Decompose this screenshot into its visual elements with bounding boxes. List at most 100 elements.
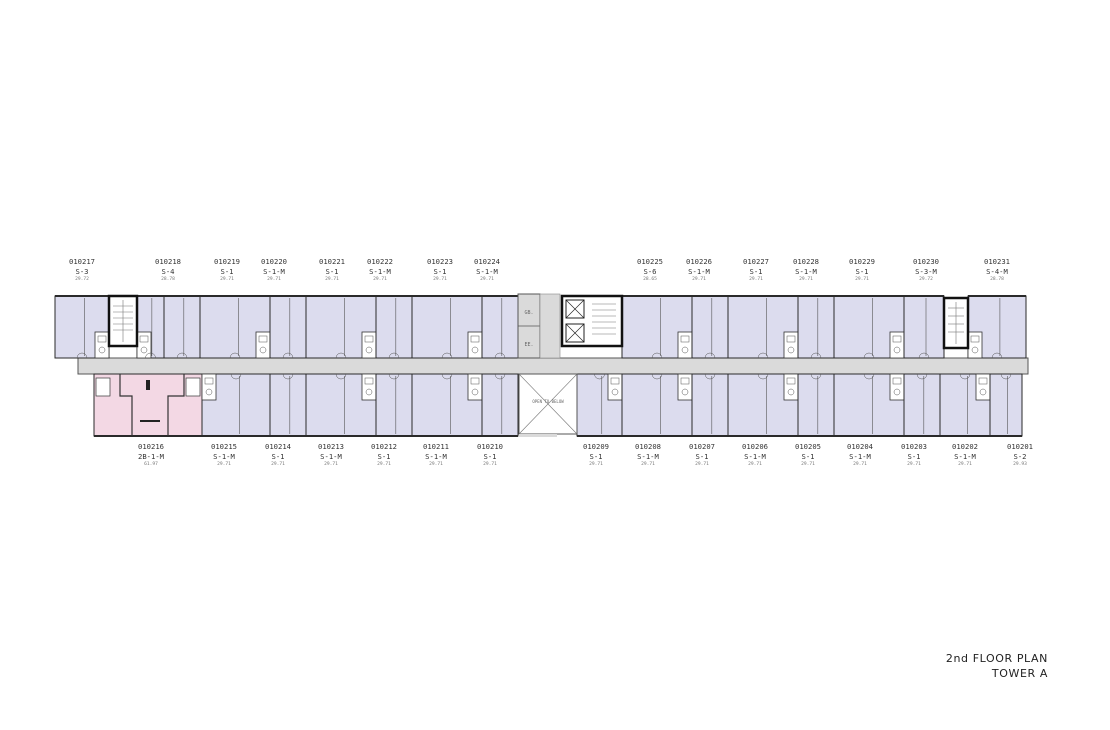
unit-code: 010207 bbox=[689, 442, 715, 451]
unit-code: 010213 bbox=[318, 442, 344, 451]
unit-area: 29.71 bbox=[692, 277, 706, 283]
unit-type: S-3-M bbox=[915, 267, 937, 277]
unit-area: 29.72 bbox=[919, 277, 933, 283]
unit-code: 010206 bbox=[742, 442, 768, 451]
unit-type: S-1-M bbox=[320, 452, 342, 462]
unit-room bbox=[481, 373, 519, 437]
unit-room bbox=[727, 295, 799, 359]
unit-room bbox=[967, 295, 1027, 359]
unit-area: 61.97 bbox=[144, 462, 158, 468]
unit-area: 28.78 bbox=[161, 277, 175, 283]
unit-room bbox=[305, 295, 377, 359]
unit-area: 29.71 bbox=[748, 462, 762, 468]
unit-type: S-1 bbox=[801, 452, 815, 462]
unit-area: 29.71 bbox=[801, 462, 815, 468]
unit-code: 010226 bbox=[686, 257, 712, 266]
unit-code: 010202 bbox=[952, 442, 978, 451]
unit-code: 010215 bbox=[211, 442, 237, 451]
unit-code: 010204 bbox=[847, 442, 873, 451]
unit-code: 010203 bbox=[901, 442, 927, 451]
unit-code: 010220 bbox=[261, 257, 287, 266]
unit-code: 010201 bbox=[1007, 442, 1033, 451]
unit-code: 010229 bbox=[849, 257, 875, 266]
unit-code: 010224 bbox=[474, 257, 500, 266]
unit-code: 010211 bbox=[423, 442, 449, 451]
unit-area: 29.71 bbox=[267, 277, 281, 283]
tower-name: TOWER A bbox=[991, 667, 1048, 680]
unit-area: 28.65 bbox=[643, 277, 657, 283]
unit-room bbox=[411, 295, 483, 359]
unit-type: S-1-M bbox=[369, 267, 391, 277]
unit-code: 010218 bbox=[155, 257, 181, 266]
unit-room bbox=[833, 295, 905, 359]
unit-room bbox=[797, 295, 835, 359]
unit-area: 29.71 bbox=[480, 277, 494, 283]
unit-type: S-6 bbox=[643, 267, 657, 277]
unit-room bbox=[305, 373, 377, 437]
unit-type: S-1-M bbox=[744, 452, 766, 462]
plan-title: 2nd FLOOR PLAN bbox=[945, 652, 1048, 665]
unit-room bbox=[621, 373, 693, 437]
unit-code: 010230 bbox=[913, 257, 939, 266]
open-to-below-void: OPEN TO BELOW bbox=[518, 373, 578, 437]
unit-room bbox=[691, 295, 729, 359]
unit-area: 29.71 bbox=[749, 277, 763, 283]
unit-room bbox=[797, 373, 835, 437]
unit-type: S-1 bbox=[855, 267, 869, 277]
unit-area: 29.71 bbox=[377, 462, 391, 468]
unit-code: 010219 bbox=[214, 257, 240, 266]
unit-room bbox=[833, 373, 905, 437]
stair-core-left bbox=[107, 294, 139, 348]
unit-area: 29.71 bbox=[483, 462, 497, 468]
unit-code: 010231 bbox=[984, 257, 1010, 266]
service-shaft: GB. EE. bbox=[517, 293, 561, 359]
unit-type: S-1-M bbox=[688, 267, 710, 277]
unit-area: 29.71 bbox=[695, 462, 709, 468]
unit-room bbox=[54, 295, 110, 359]
unit-room bbox=[939, 373, 991, 437]
unit-room bbox=[481, 295, 519, 359]
unit-code: 010223 bbox=[427, 257, 453, 266]
unit-area: 29.71 bbox=[220, 277, 234, 283]
unit-type: S-1 bbox=[589, 452, 603, 462]
unit-type: S-1 bbox=[220, 267, 234, 277]
unit-area: 29.71 bbox=[853, 462, 867, 468]
unit-code: 010205 bbox=[795, 442, 821, 451]
unit-area: 29.93 bbox=[1013, 462, 1027, 468]
unit-room bbox=[621, 295, 693, 359]
unit-code: 010217 bbox=[69, 257, 95, 266]
unit-room-highlighted bbox=[93, 373, 203, 437]
corridor bbox=[77, 357, 1029, 375]
unit-area: 29.71 bbox=[958, 462, 972, 468]
unit-room bbox=[576, 373, 623, 437]
unit-type: S-1 bbox=[483, 452, 497, 462]
unit-type: S-4 bbox=[161, 267, 175, 277]
unit-room bbox=[136, 295, 165, 359]
unit-area: 29.71 bbox=[799, 277, 813, 283]
unit-code: 010225 bbox=[637, 257, 663, 266]
garbage-room-label: GB. bbox=[524, 310, 533, 316]
top-unit-row bbox=[54, 295, 1027, 359]
bottom-unit-row bbox=[93, 373, 1023, 437]
unit-type: S-1-M bbox=[425, 452, 447, 462]
unit-area: 29.71 bbox=[324, 462, 338, 468]
unit-room bbox=[269, 373, 307, 437]
open-to-below-label: OPEN TO BELOW bbox=[532, 399, 564, 404]
unit-code: 010228 bbox=[793, 257, 819, 266]
unit-type: S-1 bbox=[377, 452, 391, 462]
unit-area: 29.71 bbox=[429, 462, 443, 468]
